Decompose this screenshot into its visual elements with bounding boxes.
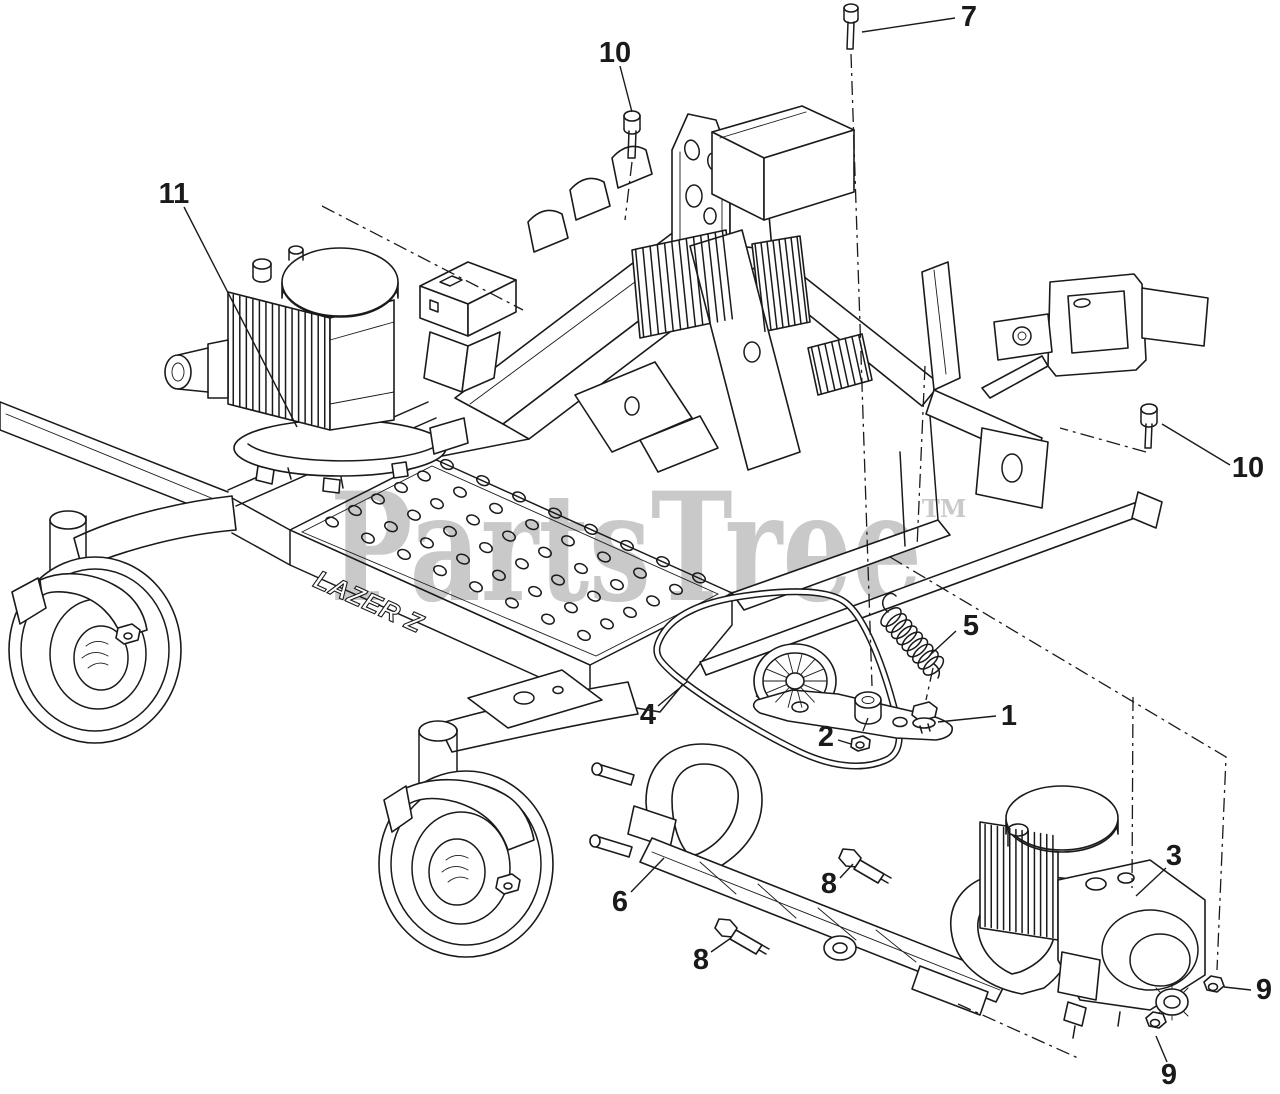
callout-7: 7 — [961, 1, 977, 33]
callout-leader-1 — [937, 715, 997, 723]
callout-8: 8 — [821, 868, 837, 900]
callout-4: 4 — [640, 699, 656, 731]
callout-leader-8 — [710, 937, 732, 953]
callout-10: 10 — [1232, 452, 1264, 484]
callout-6: 6 — [612, 886, 628, 918]
nut-2 — [850, 735, 871, 752]
bolt-10-top — [623, 110, 641, 159]
callout-leader-9 — [1223, 986, 1252, 991]
left-caster-wheel — [8, 495, 237, 744]
idler-spacer — [854, 691, 882, 709]
callout-leader-5 — [929, 630, 957, 656]
callout-layer: 7 10 11 10 5 1 2 4 6 8 8 3 9 9 — [159, 1, 1272, 1091]
projection-lines — [321, 53, 1227, 1059]
callout-9: 9 — [1161, 1059, 1177, 1091]
callout-leader-7 — [861, 17, 956, 33]
center-caster-wheel — [378, 669, 639, 958]
callout-leader-3 — [1135, 867, 1167, 897]
bolt-7 — [843, 3, 859, 50]
callout-leader-6 — [630, 857, 665, 893]
pump-output-shaft — [1155, 988, 1189, 1016]
callout-10: 10 — [599, 37, 631, 69]
callout-8: 8 — [693, 944, 709, 976]
bolt-1 — [911, 701, 938, 722]
callout-11: 11 — [159, 178, 190, 210]
tension-spring-hook — [881, 592, 897, 613]
callout-1: 1 — [1001, 700, 1017, 732]
callout-leader-8 — [839, 863, 854, 879]
callout-leader-10 — [619, 65, 633, 113]
callout-3: 3 — [1166, 840, 1182, 872]
callout-leader-4 — [657, 680, 689, 707]
nut-9-right — [1203, 975, 1225, 993]
callout-leader-9 — [1155, 1035, 1168, 1063]
callout-9: 9 — [1256, 974, 1272, 1006]
bolt-10-right — [1140, 403, 1158, 449]
nut-9-bottom — [1145, 1011, 1167, 1029]
callout-2: 2 — [818, 721, 834, 753]
fasteners — [623, 3, 1225, 1029]
watermark-tm: TM — [922, 494, 966, 523]
callout-leader-2 — [837, 739, 852, 745]
decoration-layer — [232, 230, 1054, 939]
callout-5: 5 — [963, 610, 979, 642]
belt-idler-group — [653, 588, 953, 770]
callout-leader-11 — [183, 206, 298, 428]
pump-fan-cap — [281, 247, 399, 317]
callout-leader-10 — [1161, 423, 1231, 466]
